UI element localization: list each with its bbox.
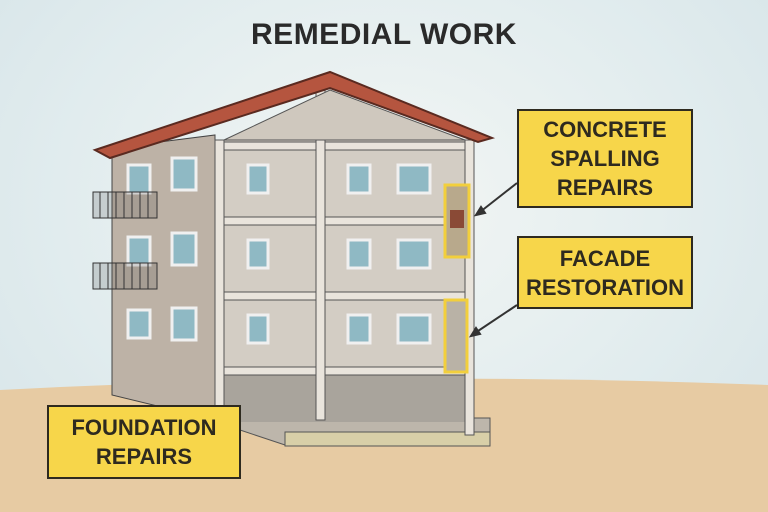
ground-floor xyxy=(215,370,473,422)
label-line: SPALLING xyxy=(550,146,660,171)
facade-area xyxy=(443,298,469,374)
label-foundation-repairs: FOUNDATION REPAIRS xyxy=(47,405,241,479)
label-facade-restoration: FACADE RESTORATION xyxy=(517,236,693,309)
floor-slabs xyxy=(214,89,475,436)
spalling-patch xyxy=(450,210,464,228)
arrows xyxy=(468,182,518,338)
attic xyxy=(223,89,466,141)
label-line: REPAIRS xyxy=(556,175,654,200)
windows xyxy=(126,156,432,345)
label-line: CONCRETE xyxy=(543,117,667,142)
roof xyxy=(92,70,496,160)
label-line: RESTORATION xyxy=(525,274,685,300)
label-line: FACADE xyxy=(559,245,651,271)
label-concrete-spalling: CONCRETE SPALLING REPAIRS xyxy=(517,109,693,208)
foundation-footing xyxy=(284,431,491,447)
label-line: REPAIRS xyxy=(95,444,193,469)
page-title: REMEDIAL WORK xyxy=(251,18,517,51)
balconies xyxy=(92,191,158,290)
label-line: FOUNDATION xyxy=(71,415,217,440)
